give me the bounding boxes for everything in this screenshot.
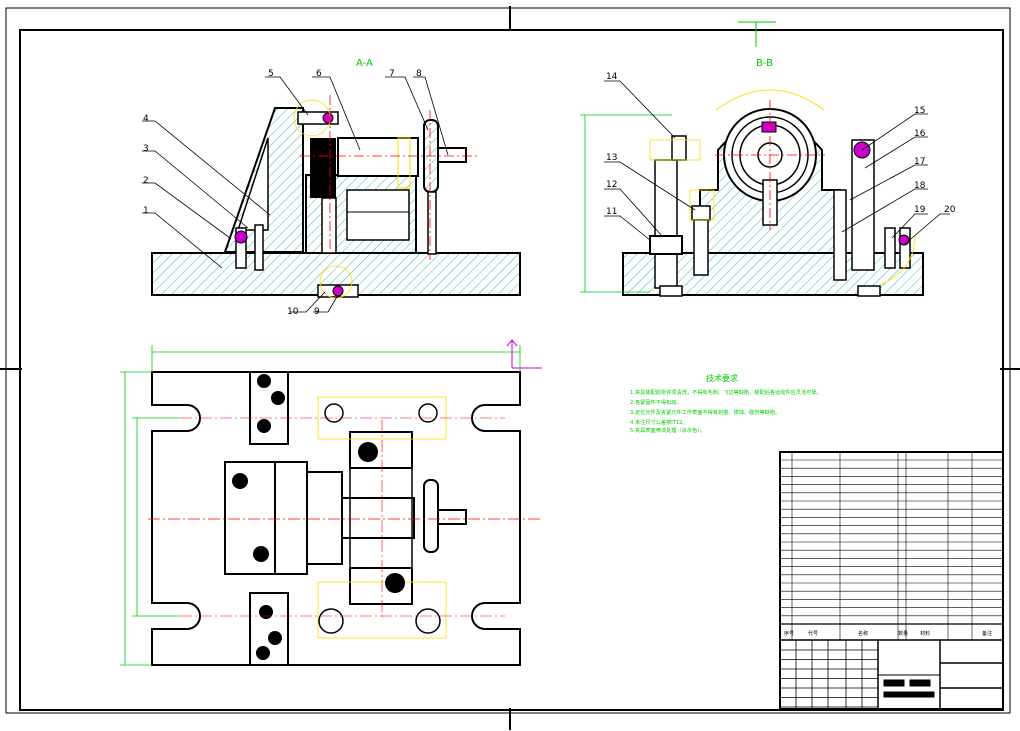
svg-text:11: 11	[606, 207, 617, 217]
header-remark: 备注	[982, 630, 992, 637]
parts-list-header: 序号 代号 名称 数量 材料 备注	[784, 630, 992, 637]
ucs-axis-icon	[506, 339, 542, 369]
svg-text:8: 8	[416, 69, 422, 79]
svg-text:9: 9	[314, 307, 320, 317]
svg-text:13: 13	[606, 153, 617, 163]
sheet-border	[0, 6, 1020, 730]
note-line-1: 1.夹具装配前零件须清洗，不得有毛刺、飞边等缺陷，装配后各运动件应灵活可靠。	[630, 388, 822, 396]
svg-text:4: 4	[143, 114, 149, 124]
svg-text:16: 16	[914, 129, 926, 139]
plunger	[337, 137, 419, 177]
callout-labels-left: 1 2 3 4 5 6 7 8 9 10	[143, 69, 422, 317]
header-no: 序号	[784, 630, 794, 637]
notes-title: 技术要求	[706, 373, 738, 383]
svg-text:19: 19	[914, 205, 926, 215]
svg-text:2: 2	[143, 176, 149, 186]
section-bb-title: B-B	[756, 58, 773, 69]
svg-text:10: 10	[287, 307, 299, 317]
note-line-4: 4.未注尺寸公差按IT12。	[630, 418, 688, 426]
svg-text:6: 6	[316, 69, 322, 79]
svg-text:18: 18	[914, 181, 926, 191]
svg-text:17: 17	[914, 157, 925, 167]
parts-list-table	[779, 451, 1004, 710]
title-block	[779, 640, 1003, 709]
svg-text:1: 1	[143, 206, 149, 216]
section-aa-title: A-A	[356, 58, 373, 69]
section-view-bb[interactable]: 14 13 12 11 15 16 17 18 19 20 B-B	[580, 58, 956, 297]
callout-labels-right: 14 13 12 11 15 16 17 18 19 20	[606, 72, 956, 217]
svg-text:12: 12	[606, 180, 617, 190]
header-name: 名称	[858, 630, 868, 637]
svg-text:14: 14	[606, 72, 618, 82]
svg-text:15: 15	[914, 106, 925, 116]
svg-text:20: 20	[944, 205, 956, 215]
svg-text:7: 7	[389, 69, 395, 79]
header-material: 材料	[920, 630, 930, 637]
header-code: 代号	[808, 630, 818, 637]
svg-text:3: 3	[143, 144, 149, 154]
technical-notes: 技术要求 1.夹具装配前零件须清洗，不得有毛刺、飞边等缺陷，装配后各运动件应灵活…	[630, 373, 822, 434]
note-line-5: 5.夹具表面喷漆处理（涂灰色）。	[630, 426, 705, 434]
note-line-3: 3.定位元件及夹紧元件工作表面不得有划痕、锈蚀、碰伤等缺陷。	[630, 408, 780, 416]
header-qty: 数量	[898, 630, 908, 637]
svg-text:5: 5	[268, 69, 274, 79]
plan-view[interactable]	[120, 339, 542, 666]
section-view-aa[interactable]: 1 2 3 4 5 6 7 8 9 10 A-A	[142, 58, 521, 317]
note-line-2: 2.各紧固件不得松动。	[630, 398, 682, 406]
